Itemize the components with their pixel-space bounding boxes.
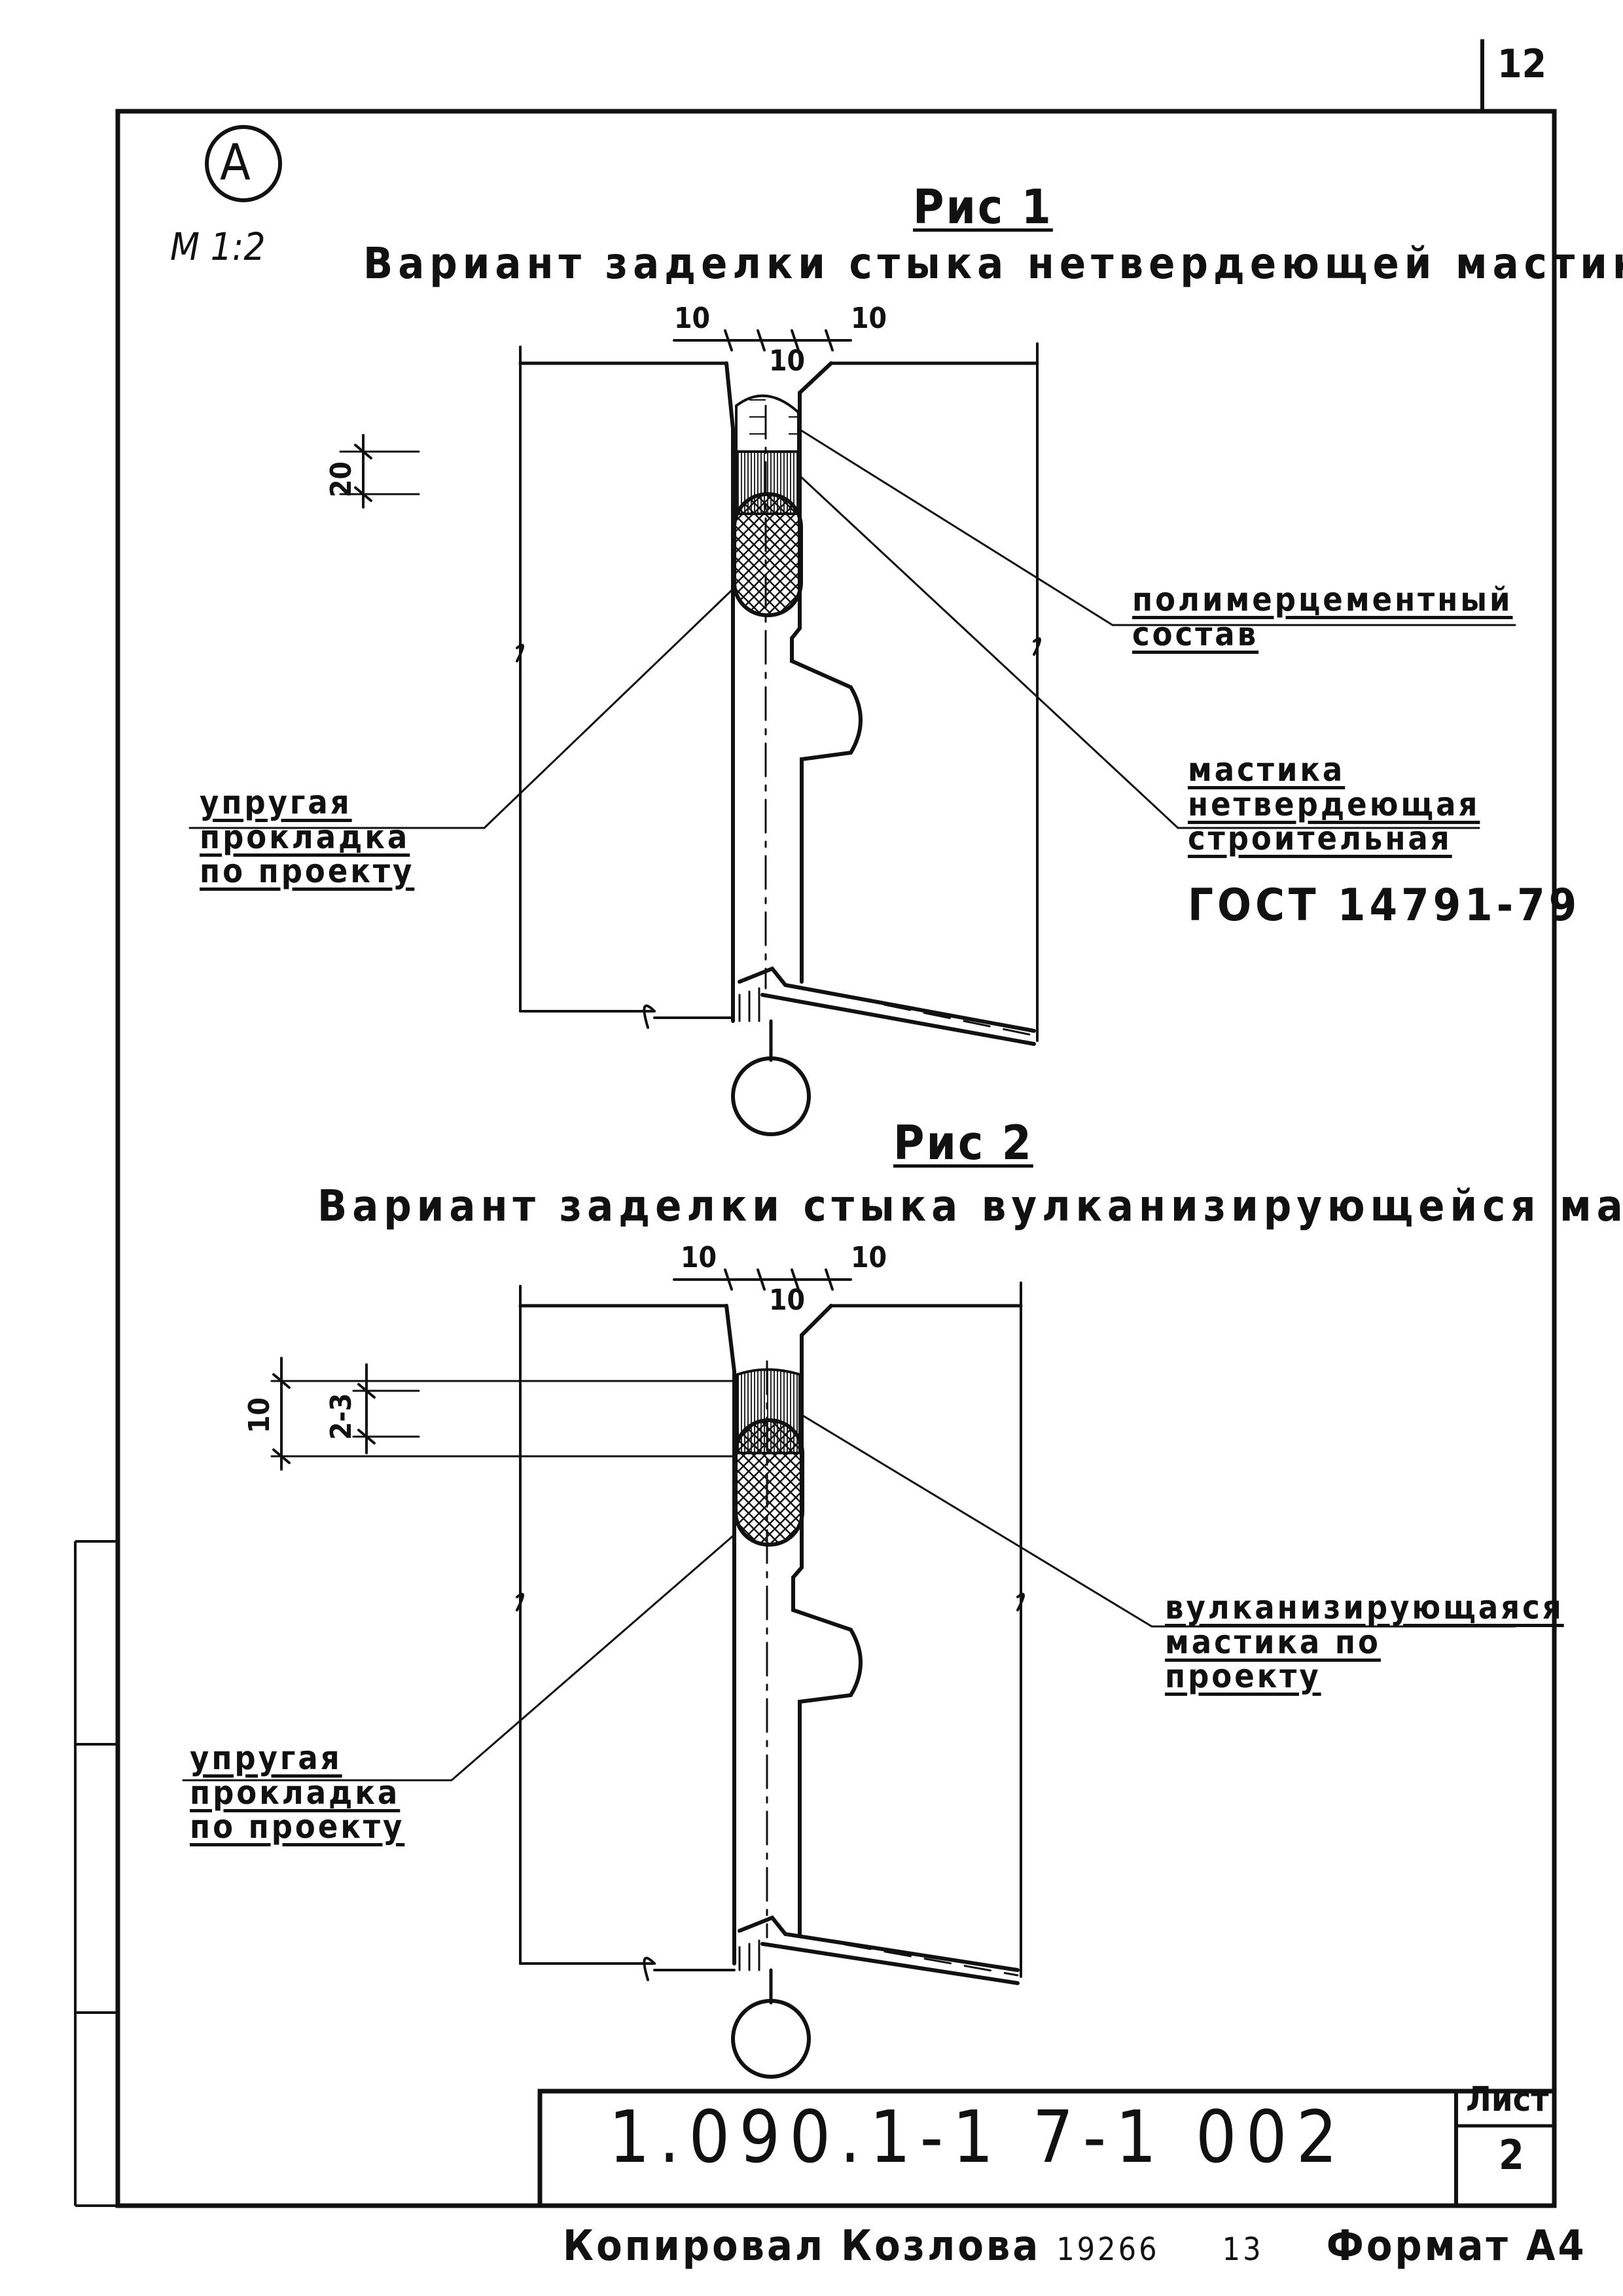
- title-block-sheet-label: Лист: [1466, 2080, 1549, 2119]
- fig1-leader-polymer: [797, 427, 1516, 626]
- fig1-bottom-slope: [738, 966, 1036, 1046]
- fig2-caption: Вариант заделки стыка вулканизирующейся …: [317, 1181, 1623, 1231]
- frame-outer: [115, 109, 1557, 2208]
- fig1-callout-gasket: упругая прокладка по проекту: [200, 783, 415, 890]
- fig1-elastic-gasket: [732, 492, 803, 617]
- fig2-callout-gasket: упругая прокладка по проекту: [190, 1739, 405, 1846]
- fig2-joint-left-wall: [724, 1304, 736, 1965]
- scale-marker-letter: A: [220, 133, 251, 191]
- fig2-drain-circle: [731, 1999, 811, 2079]
- fig1-joint-right-wall: [790, 361, 863, 984]
- fig2-dim-vertical-outer: 10: [243, 1397, 276, 1433]
- fig1-dim-vertical: 20: [325, 461, 358, 497]
- fig2-dim-vertical-inner: 2-3: [325, 1393, 358, 1440]
- fig1-caption: Вариант заделки стыка нетвердеющей масти…: [363, 238, 1623, 289]
- fig1-callout-polymer-cement: полимерцементный состав: [1132, 581, 1513, 653]
- fig2-bottom-ground-line: [519, 1956, 736, 1981]
- sheet-number: 12: [1497, 41, 1547, 87]
- fig1-leader-mastic: [797, 473, 1480, 829]
- fig1-callout-gost: ГОСТ 14791-79: [1188, 880, 1581, 931]
- fig1-leader-gasket: [188, 588, 734, 829]
- title-block: [537, 2089, 1554, 2206]
- scale-label: М 1:2: [170, 224, 266, 269]
- footer-number-a: 19266: [1056, 2231, 1160, 2268]
- fig1-polymer-cement-layer: [735, 394, 800, 453]
- fig1-callout-mastic: мастика нетвердеющая строительная: [1188, 751, 1480, 857]
- fig1-dim-top-left: 10: [674, 302, 711, 335]
- fig2-dim-top-right: 10: [851, 1241, 887, 1274]
- fig2-leader-gasket: [182, 1534, 736, 1782]
- fig2-bottom-slope: [738, 1915, 1020, 1985]
- fig1-dim-top-middle: 10: [769, 344, 806, 378]
- fig1-bottom-ground-line: [519, 1004, 734, 1029]
- sheet-frame: [74, 39, 1557, 2208]
- fig1-joint-left-wall: [724, 361, 735, 1023]
- fig2-leader-vulcanizing: [798, 1412, 1516, 1628]
- fig1-dim-top-right: 10: [851, 302, 887, 335]
- fig2-dim-top-left: 10: [681, 1241, 717, 1274]
- footer-number-b: 13: [1222, 2231, 1264, 2268]
- fig1-drain-circle: [731, 1056, 811, 1136]
- fig2-elastic-gasket: [734, 1418, 804, 1547]
- figure-1-drawing: [188, 329, 1516, 1136]
- fig1-title: Рис 1: [913, 179, 1053, 234]
- figure-2-drawing: [182, 1268, 1516, 2079]
- footer-format: Формат А4: [1326, 2222, 1587, 2270]
- fig2-title: Рис 2: [893, 1115, 1033, 1170]
- title-block-code: 1.090.1-1 7-1 002: [609, 2095, 1347, 2179]
- fig2-callout-vulcanizing: вулканизирующаяся мастика по проекту: [1165, 1588, 1564, 1695]
- fig2-dim-top-middle: 10: [769, 1283, 806, 1317]
- footer-copied-by: Копировал Козлова: [563, 2222, 1041, 2270]
- fig2-joint-right-wall: [791, 1304, 863, 1936]
- footer-stamp: Копировал Козлова 19266 13 Формат А4: [563, 2225, 1587, 2267]
- title-block-sheet-number: 2: [1499, 2131, 1524, 2179]
- scale-marker-circle: [205, 125, 282, 202]
